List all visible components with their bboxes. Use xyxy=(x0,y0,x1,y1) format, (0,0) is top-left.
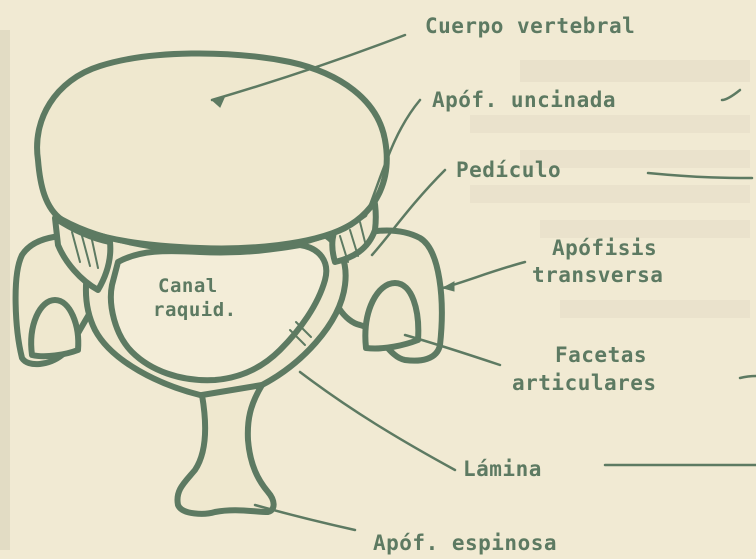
leader-lamina xyxy=(300,372,455,470)
label-canal: Canal xyxy=(158,275,218,297)
leader-apofisis-transversa xyxy=(443,262,525,288)
label-pediculo: Pedículo xyxy=(456,158,561,182)
label-lamina: Lámina xyxy=(463,457,542,481)
vertebral-body xyxy=(37,53,387,248)
label-apof-uncinada: Apóf. uncinada xyxy=(432,88,616,112)
label-articulares: articulares xyxy=(512,371,657,395)
leader-apof-espinosa xyxy=(255,505,355,530)
label-apof-espinosa: Apóf. espinosa xyxy=(373,531,557,555)
label-raquid: raquid. xyxy=(153,299,237,321)
left-articular-facet xyxy=(31,300,78,356)
label-cuerpo-vertebral: Cuerpo vertebral xyxy=(425,14,635,38)
leader-cut-right-3 xyxy=(740,376,756,378)
vertebra-drawing xyxy=(16,53,442,513)
leader-cut-right-1 xyxy=(722,90,740,100)
label-transversa: transversa xyxy=(532,263,663,287)
label-facetas: Facetas xyxy=(555,343,647,367)
leader-cut-right-2 xyxy=(648,173,752,178)
label-apofisis: Apófisis xyxy=(552,236,657,260)
spinous-process xyxy=(177,385,273,514)
